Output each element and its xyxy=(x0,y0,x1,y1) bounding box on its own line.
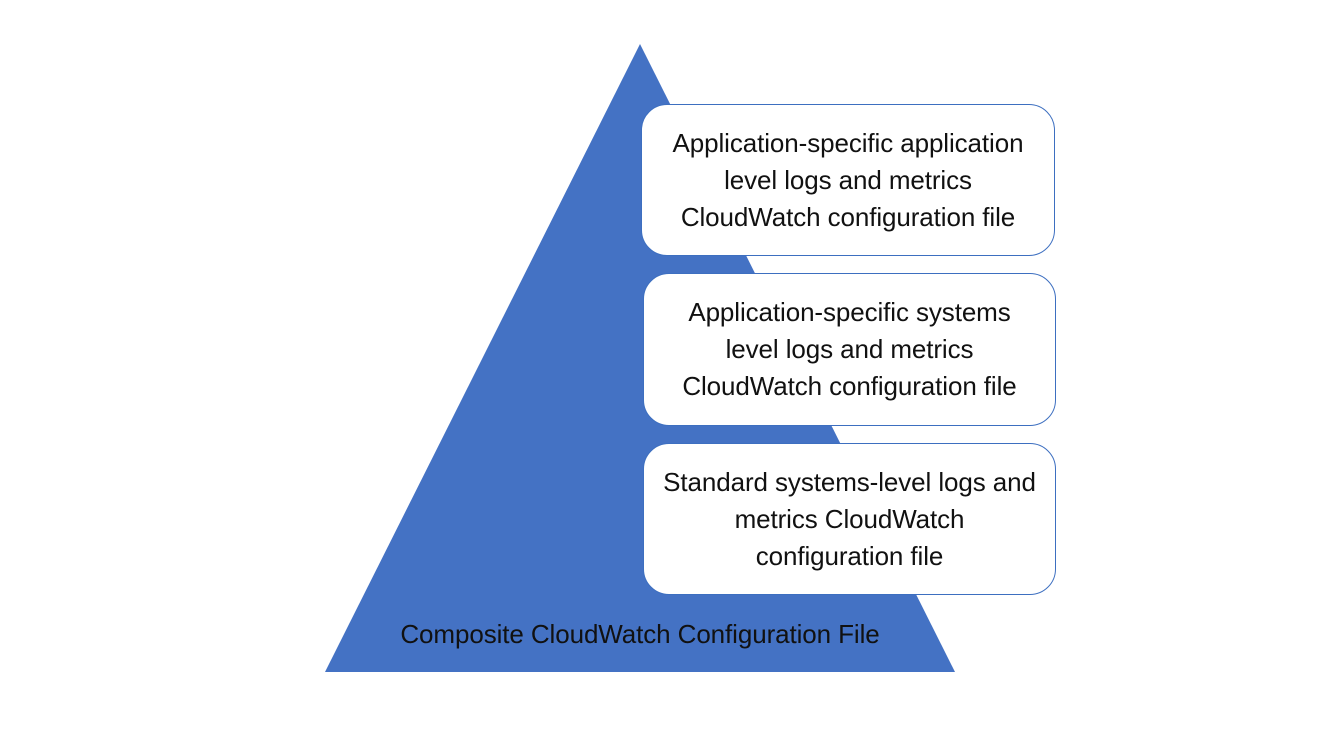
callout-systems-level-text: Application-specific systems level logs … xyxy=(644,294,1055,405)
callout-standard-systems-level-line2: metrics CloudWatch xyxy=(734,503,965,534)
callout-application-level-line3: CloudWatch configuration file xyxy=(680,201,1016,232)
callout-systems-level-line3: CloudWatch configuration file xyxy=(682,371,1017,401)
callout-systems-level-line2: level logs and metrics xyxy=(725,334,974,364)
callout-application-level-line1: Application-specific application xyxy=(672,127,1024,158)
callout-standard-systems-level-line3: configuration file xyxy=(755,540,944,571)
callout-standard-systems-level[interactable]: Standard systems-level logs and metrics … xyxy=(643,443,1056,595)
callout-application-level-text: Application-specific application level l… xyxy=(642,125,1054,236)
callout-application-level[interactable]: Application-specific application level l… xyxy=(641,104,1055,256)
callout-systems-level-line1: Application-specific systems xyxy=(688,297,1011,327)
callout-standard-systems-level-text: Standard systems-level logs and metrics … xyxy=(644,464,1055,575)
callout-standard-systems-level-line1: Standard systems-level logs and xyxy=(663,466,1036,497)
callout-application-level-line2: level logs and metrics xyxy=(724,164,972,195)
callout-systems-level[interactable]: Application-specific systems level logs … xyxy=(643,273,1056,426)
pyramid-base-label: Composite CloudWatch Configuration File xyxy=(400,619,880,649)
